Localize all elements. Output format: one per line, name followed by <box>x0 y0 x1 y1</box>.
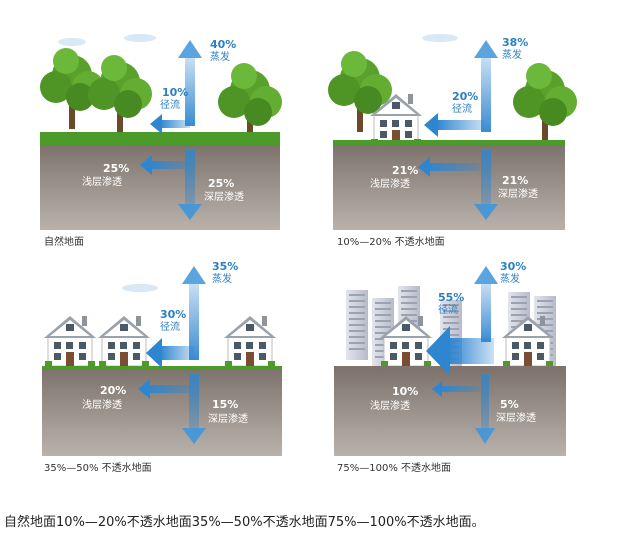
tree-icon <box>513 63 577 144</box>
deep-value: 15% <box>212 398 238 411</box>
soil-layer <box>40 146 280 230</box>
deep-arrow-head <box>178 204 202 220</box>
shallow-arrow-head <box>140 155 152 175</box>
deep-arrow <box>481 374 489 430</box>
shallow-arrow-head <box>418 157 430 177</box>
panel-label: 自然地面 <box>44 235 84 248</box>
shallow-label: 浅层渗透 <box>82 398 122 411</box>
shallow-arrow <box>150 161 190 169</box>
evaporation-label: 蒸发 <box>212 272 232 285</box>
deep-arrow <box>185 150 195 206</box>
evaporation-label: 蒸发 <box>502 48 522 61</box>
deep-value: 21% <box>502 174 528 187</box>
building-icon <box>346 290 368 360</box>
deep-arrow-head <box>182 428 206 444</box>
runoff-arrow-head <box>150 114 162 134</box>
runoff-arrow-head <box>426 326 450 376</box>
shallow-arrow <box>148 385 194 393</box>
grass-strip <box>333 140 565 146</box>
evaporation-arrow <box>189 282 199 360</box>
deep-arrow-head <box>475 428 495 444</box>
runoff-label: 径流 <box>160 320 180 333</box>
shallow-value: 10% <box>392 385 418 398</box>
runoff-arrow <box>160 346 194 360</box>
evaporation-arrow-head <box>182 266 206 284</box>
runoff-value: 10% <box>162 86 188 99</box>
runoff-arrow <box>160 120 190 128</box>
grass-strip <box>40 132 280 146</box>
panel-35-50-impervious: 35% 蒸发 30% 径流 20% 浅层渗透 15% 深层渗透 35%—50% … <box>42 260 282 474</box>
panel-label: 35%—50% 不透水地面 <box>44 461 152 474</box>
runoff-label: 径流 <box>438 303 458 316</box>
evaporation-value: 40% <box>210 38 236 51</box>
soil-layer <box>42 370 282 456</box>
evaporation-arrow-head <box>474 266 498 284</box>
shallow-label: 浅层渗透 <box>370 177 410 190</box>
evaporation-value: 35% <box>212 260 238 273</box>
evaporation-arrow <box>185 56 195 126</box>
caption-text: 自然地面10%—20%不透水地面35%—50%不透水地面75%—100%不透水地… <box>4 515 485 530</box>
shallow-arrow <box>440 386 480 392</box>
runoff-value: 20% <box>452 90 478 103</box>
shallow-value: 25% <box>103 162 129 175</box>
shallow-arrow-head <box>432 381 442 397</box>
soil-layer <box>333 146 565 230</box>
shallow-arrow <box>428 163 480 171</box>
evaporation-value: 38% <box>502 36 528 49</box>
house-icon <box>97 315 151 367</box>
evaporation-arrow-head <box>474 40 498 58</box>
evaporation-label: 蒸发 <box>210 50 230 63</box>
runoff-arrow <box>448 338 494 364</box>
runoff-arrow-head <box>146 338 162 368</box>
runoff-label: 径流 <box>160 98 180 111</box>
soil-layer <box>334 370 566 456</box>
deep-arrow <box>189 374 199 430</box>
shallow-value: 20% <box>100 384 126 397</box>
deep-label: 深层渗透 <box>496 411 536 424</box>
house-icon <box>223 315 277 367</box>
house-icon <box>43 315 97 367</box>
tree-icon <box>218 63 282 144</box>
deep-label: 深层渗透 <box>498 187 538 200</box>
panel-10-20-impervious: 38% 蒸发 20% 径流 21% 浅层渗透 21% 深层渗透 10%—20% … <box>328 34 577 248</box>
evaporation-value: 30% <box>500 260 526 273</box>
runoff-arrow <box>436 120 484 130</box>
tree-icon <box>88 55 152 136</box>
panel-label: 10%—20% 不透水地面 <box>337 235 445 248</box>
runoff-value: 55% <box>438 291 464 304</box>
shallow-label: 浅层渗透 <box>370 399 410 412</box>
shallow-arrow-head <box>138 379 150 399</box>
shallow-value: 21% <box>392 164 418 177</box>
shallow-label: 浅层渗透 <box>82 175 122 188</box>
evaporation-arrow <box>481 56 491 132</box>
deep-value: 25% <box>208 177 234 190</box>
evaporation-arrow-head <box>178 40 202 58</box>
runoff-label: 径流 <box>452 102 472 115</box>
deep-label: 深层渗透 <box>208 412 248 425</box>
panel-label: 75%—100% 不透水地面 <box>337 461 451 474</box>
deep-arrow-head <box>474 204 498 220</box>
deep-label: 深层渗透 <box>204 190 244 203</box>
runoff-value: 30% <box>160 308 186 321</box>
panel-natural-ground: 40% 蒸发 10% 径流 25% 浅层渗透 25% 深层渗透 自然地面 <box>40 34 282 248</box>
deep-arrow <box>481 150 491 206</box>
evaporation-label: 蒸发 <box>500 272 520 285</box>
runoff-arrow-head <box>424 113 438 137</box>
panel-75-100-impervious: 30% 蒸发 55% 径流 10% 浅层渗透 5% 深层渗透 75%—100% … <box>334 260 566 474</box>
evaporation-arrow <box>481 282 491 342</box>
deep-value: 5% <box>500 398 519 411</box>
